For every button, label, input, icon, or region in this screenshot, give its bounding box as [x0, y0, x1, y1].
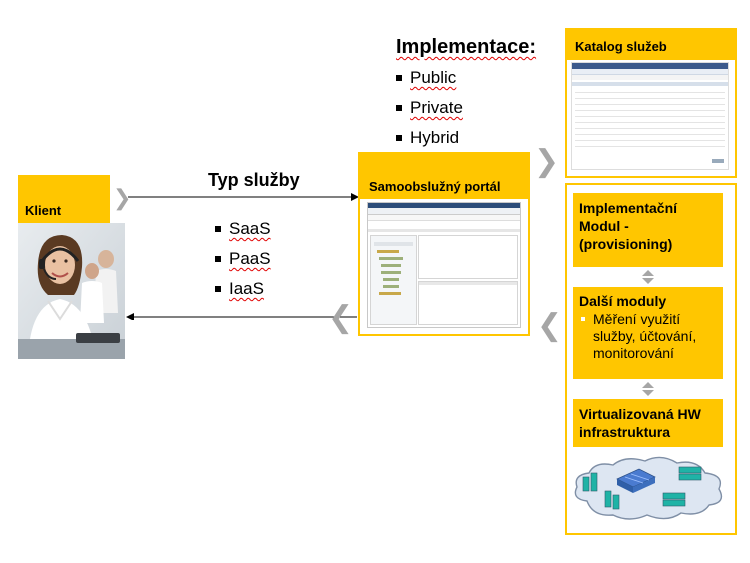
implementation-heading: Implementace: — [396, 36, 536, 59]
arrows — [126, 193, 359, 320]
portal-screenshot — [367, 202, 521, 328]
service-type-item: IaaS — [215, 274, 271, 304]
client-title-box: Klient — [18, 175, 110, 223]
implementation-item: Hybrid — [396, 123, 463, 153]
implementation-item: Private — [396, 93, 463, 123]
arrowhead-right-icon — [351, 193, 359, 201]
double-arrow-icon — [642, 270, 654, 284]
modules-container: Implementační Modul - (provisioning) Dal… — [565, 183, 737, 535]
server-icon — [678, 466, 702, 481]
server-icon — [662, 492, 686, 507]
client-title: Klient — [25, 203, 62, 218]
portal-title: Samoobslužný portál — [369, 179, 501, 194]
chevron-left-icon: ❮ — [328, 300, 354, 335]
catalog-title: Katalog služeb — [575, 39, 667, 54]
other-modules-bullet: Měření využití služby, účtování, monitor… — [593, 311, 697, 361]
hw-infrastructure-label: Virtualizovaná HW infrastruktura — [579, 406, 701, 440]
bullet-icon — [215, 226, 221, 232]
bullet-icon — [396, 135, 402, 141]
portal-title-bar: Samoobslužný portál — [360, 154, 528, 199]
bullet-icon — [215, 286, 221, 292]
other-modules-title: Další moduly — [579, 293, 667, 309]
client-photo — [18, 223, 125, 359]
server-icon — [616, 468, 656, 493]
bullet-icon — [581, 317, 585, 321]
catalog-box: Katalog služeb — [565, 28, 737, 178]
hw-infrastructure: Virtualizovaná HW infrastruktura — [573, 399, 723, 447]
catalog-screenshot — [571, 62, 729, 170]
catalog-title-bar: Katalog služeb — [567, 30, 735, 60]
portal-box: Samoobslužný portál — [358, 152, 530, 336]
implementation-item: Public — [396, 63, 463, 93]
double-arrow-icon — [642, 382, 654, 396]
service-type-item: SaaS — [215, 214, 271, 244]
provisioning-module: Implementační Modul - (provisioning) — [573, 193, 723, 267]
chevron-right-icon: ❯ — [113, 186, 132, 211]
provisioning-module-label: Implementační Modul - (provisioning) — [579, 200, 678, 252]
service-type-item: PaaS — [215, 244, 271, 274]
headset-person-icon — [18, 223, 125, 359]
server-icon — [582, 472, 598, 492]
bullet-icon — [396, 75, 402, 81]
implementation-list: Public Private Hybrid — [396, 63, 463, 153]
service-type-list: SaaS PaaS IaaS — [215, 214, 271, 304]
implementation-heading-text: Implementace: — [396, 36, 537, 58]
other-modules: Další moduly Měření využití služby, účto… — [573, 287, 723, 379]
cloud-icon — [574, 456, 723, 520]
bullet-icon — [396, 105, 402, 111]
chevron-left-icon: ❮ — [537, 308, 563, 343]
chevron-right-icon: ❯ — [534, 144, 560, 179]
service-type-heading: Typ služby — [208, 170, 300, 190]
arrowhead-left-icon — [126, 313, 134, 320]
server-icon — [604, 490, 620, 510]
bullet-icon — [215, 256, 221, 262]
